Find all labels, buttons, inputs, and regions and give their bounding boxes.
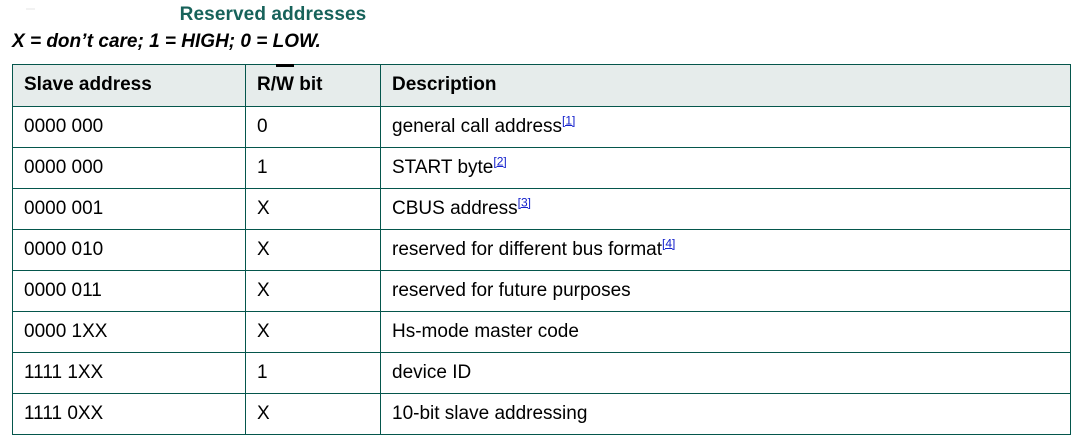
table-row: 1111 1XX 1 device ID — [12, 352, 1071, 394]
cell-rw-bit: 1 — [245, 352, 381, 394]
column-header-description: Description — [380, 64, 1071, 107]
scan-artifact — [26, 8, 35, 10]
rw-overlined-w: W — [276, 64, 294, 96]
column-header-slave-address: Slave address — [12, 64, 246, 107]
rw-bit-value: 1 — [257, 156, 268, 178]
cell-description: START byte[2] — [380, 147, 1071, 189]
rw-prefix-text: R/ — [257, 74, 276, 96]
page-title: Reserved addresses — [179, 4, 367, 25]
slave-address-value: 1111 0XX — [24, 402, 104, 424]
cell-slave-address: 0000 010 — [12, 229, 246, 271]
table-body: 0000 000 0 general call address[1] 0000 … — [12, 106, 1071, 435]
table-row: 0000 000 1 START byte[2] — [12, 147, 1071, 189]
column-header-slave-address-label: Slave address — [24, 74, 152, 96]
cell-description: Hs-mode master code — [380, 311, 1071, 353]
cell-rw-bit: X — [245, 311, 381, 353]
rw-suffix-text: bit — [293, 74, 323, 96]
slave-address-value: 1111 1XX — [24, 361, 104, 383]
description-value: CBUS address — [392, 197, 518, 219]
description-value: reserved for different bus format — [392, 238, 662, 260]
table-row: 0000 000 0 general call address[1] — [12, 106, 1071, 148]
footnote-link[interactable]: [4] — [662, 236, 676, 251]
column-header-rw-bit: R/W bit — [245, 64, 381, 107]
rw-bit-value: 1 — [257, 361, 268, 383]
rw-bit-value: X — [257, 402, 270, 424]
rw-bit-value: X — [257, 320, 270, 342]
cell-rw-bit: X — [245, 229, 381, 271]
cell-description: reserved for different bus format[4] — [380, 229, 1071, 271]
cell-rw-bit: 0 — [245, 106, 381, 148]
footnote-link[interactable]: [3] — [517, 195, 532, 210]
reserved-addresses-table: Slave address R/W bit Description 0000 0… — [12, 64, 1071, 435]
table-row: 0000 010 X reserved for different bus fo… — [12, 229, 1071, 271]
slave-address-value: 0000 011 — [24, 279, 102, 301]
table-container: Slave address R/W bit Description 0000 0… — [12, 64, 1071, 435]
slave-address-value: 0000 1XX — [24, 320, 108, 342]
rw-bit-value: X — [257, 197, 270, 219]
slave-address-value: 0000 001 — [24, 197, 104, 219]
slave-address-value: 0000 000 — [24, 156, 104, 178]
rw-bit-value: 0 — [257, 115, 268, 137]
cell-slave-address: 0000 000 — [12, 106, 246, 148]
description-value: device ID — [392, 361, 472, 383]
cell-rw-bit: X — [245, 393, 381, 435]
cell-slave-address: 0000 001 — [12, 188, 246, 230]
table-row: 0000 1XX X Hs-mode master code — [12, 311, 1071, 353]
description-value: 10-bit slave addressing — [392, 402, 588, 424]
rw-bit-value: X — [257, 279, 270, 301]
rw-bit-value: X — [257, 238, 270, 260]
cell-slave-address: 1111 1XX — [12, 352, 246, 394]
footnote-link[interactable]: [2] — [493, 154, 507, 169]
table-row: 0000 001 X CBUS address[3] — [12, 188, 1071, 230]
cell-rw-bit: X — [245, 270, 381, 312]
column-header-description-label: Description — [392, 74, 497, 96]
cell-slave-address: 0000 011 — [12, 270, 246, 312]
cell-rw-bit: 1 — [245, 147, 381, 189]
cell-description: device ID — [380, 352, 1071, 394]
cell-description: reserved for future purposes — [380, 270, 1071, 312]
footnote-link[interactable]: [1] — [562, 113, 576, 128]
slave-address-value: 0000 000 — [24, 115, 104, 137]
description-value: START byte — [392, 156, 494, 178]
cell-slave-address: 1111 0XX — [12, 393, 246, 435]
cell-rw-bit: X — [245, 188, 381, 230]
table-row: 0000 011 X reserved for future purposes — [12, 270, 1071, 312]
description-value: general call address — [392, 115, 563, 137]
description-value: reserved for future purposes — [392, 279, 631, 301]
cell-description: 10-bit slave addressing — [380, 393, 1071, 435]
description-value: Hs-mode master code — [392, 320, 579, 342]
table-header-row: Slave address R/W bit Description — [12, 64, 1071, 107]
table-row: 1111 0XX X 10-bit slave addressing — [12, 393, 1071, 435]
cell-slave-address: 0000 000 — [12, 147, 246, 189]
cell-description: CBUS address[3] — [380, 188, 1071, 230]
legend-note: X = don’t care; 1 = HIGH; 0 = LOW. — [12, 31, 321, 52]
cell-slave-address: 0000 1XX — [12, 311, 246, 353]
slave-address-value: 0000 010 — [24, 238, 104, 260]
cell-description: general call address[1] — [380, 106, 1071, 148]
